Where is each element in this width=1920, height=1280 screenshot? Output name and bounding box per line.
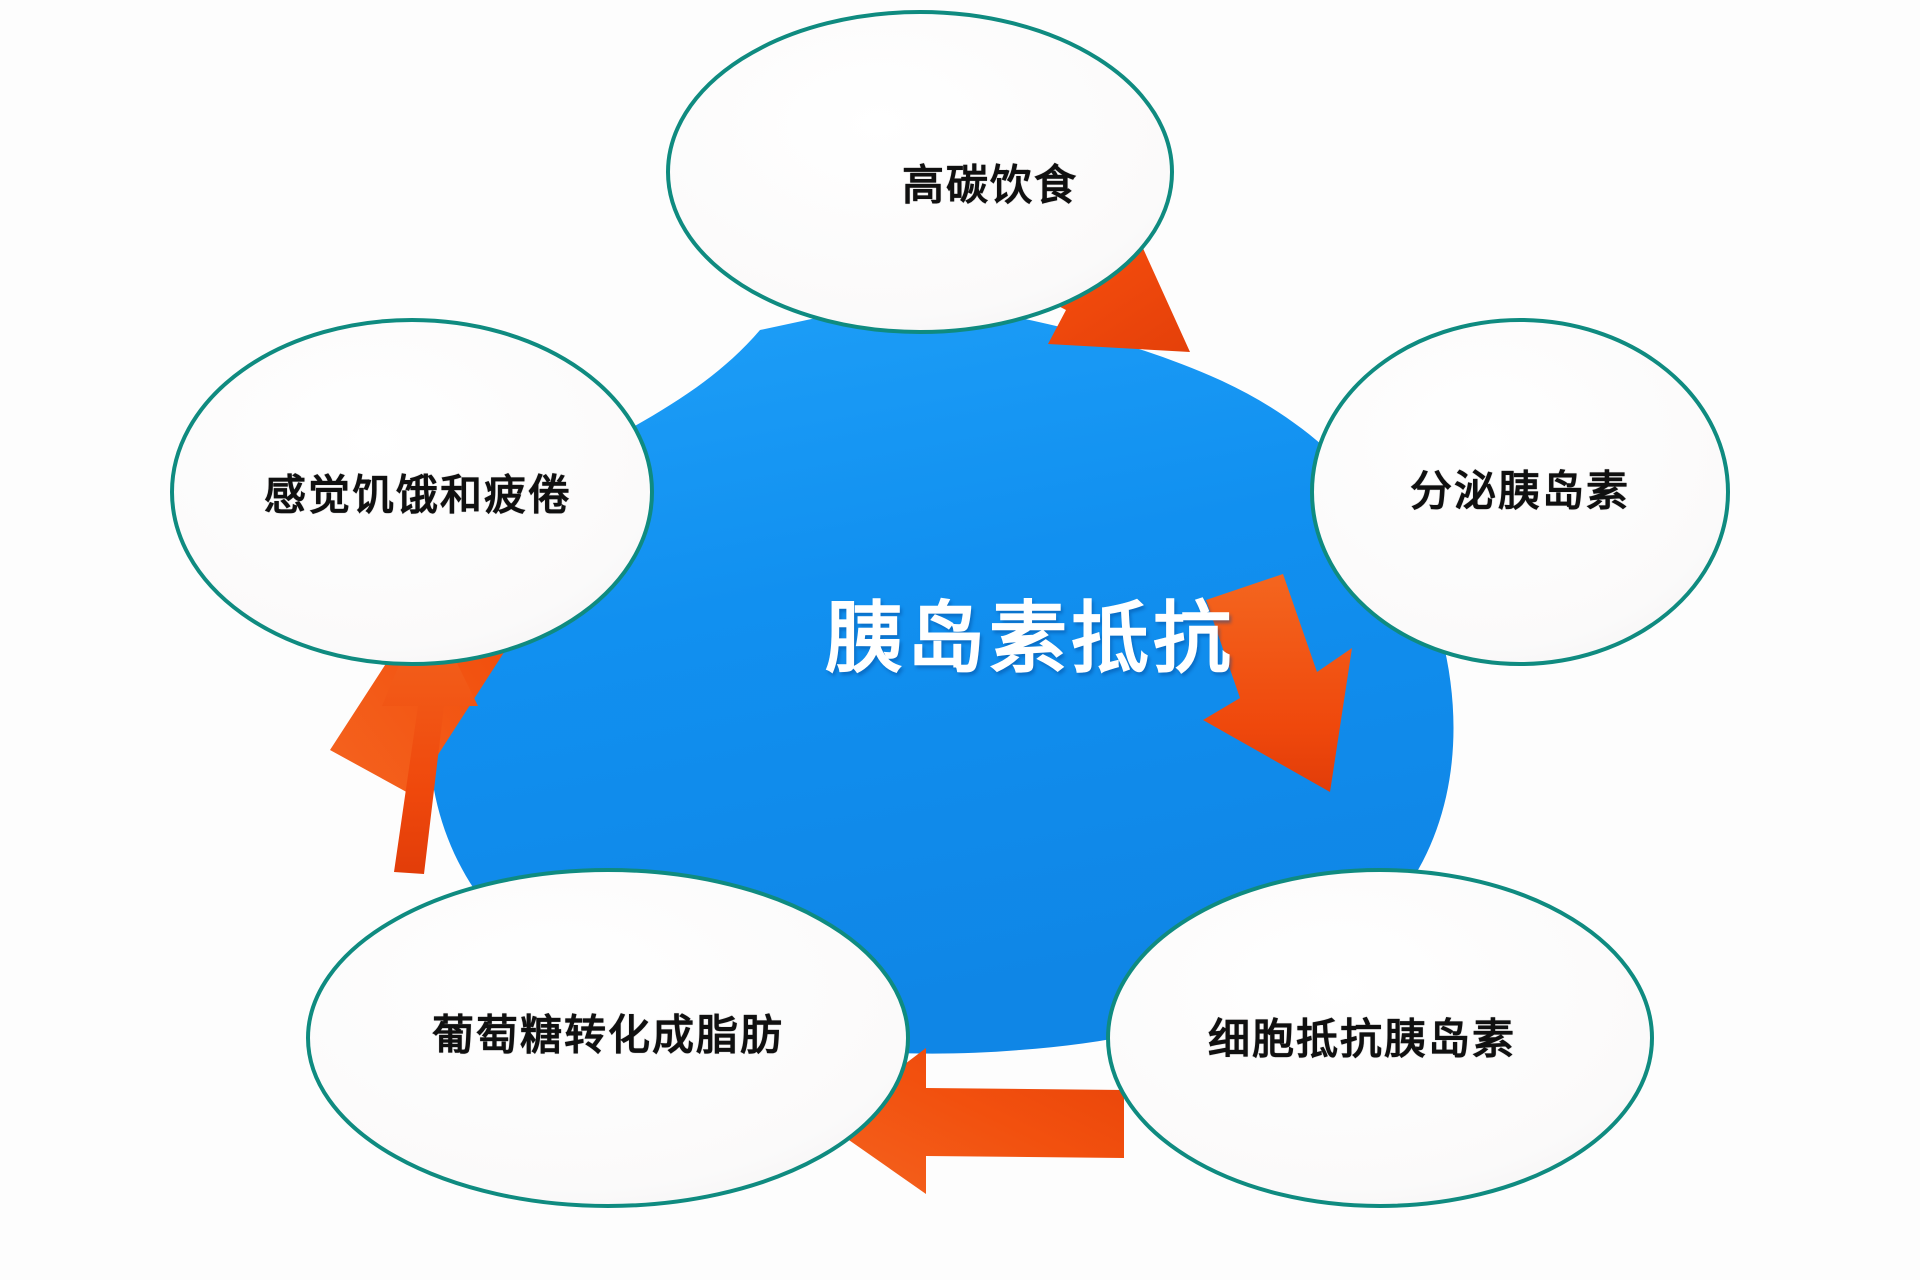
node-ellipse-glucose-to-fat[interactable] (306, 868, 910, 1208)
arrow-resistance-to-fat (826, 1048, 1124, 1194)
arrow-fat-to-hunger (382, 600, 478, 874)
node-label-high-carb-diet: 高碳饮食 (901, 161, 1079, 209)
arrow-insulin-to-resistance (1203, 574, 1352, 792)
node-label-secrete-insulin: 分泌胰岛素 (1409, 467, 1631, 515)
node-ellipse-cells-resist-insulin[interactable] (1106, 868, 1654, 1208)
node-label-cells-resist-insulin: 细胞抵抗胰岛素 (1207, 1015, 1517, 1063)
node-ellipse-hunger-and-fatigue[interactable] (170, 318, 654, 666)
center-title: 胰岛素抵抗 (824, 594, 1236, 682)
node-ellipse-secrete-insulin[interactable] (1310, 318, 1730, 666)
node-label-hunger-and-fatigue: 感觉饥饿和疲倦 (263, 471, 573, 519)
node-label-glucose-to-fat: 葡萄糖转化成脂肪 (431, 1011, 785, 1059)
node-ellipse-high-carb-diet[interactable] (666, 10, 1174, 334)
center-blue-shape (428, 300, 1454, 1054)
